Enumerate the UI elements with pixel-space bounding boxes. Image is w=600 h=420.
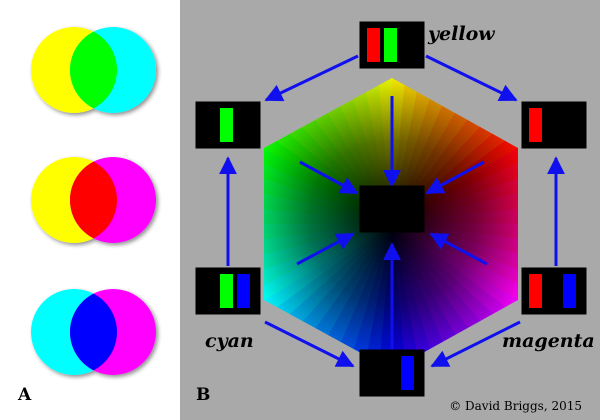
arrow (425, 160, 485, 195)
bar-green (220, 274, 233, 308)
bar-green (220, 108, 233, 142)
label-yellow: yellow (427, 23, 495, 45)
swatch-magenta (521, 267, 587, 315)
swatch-red (521, 101, 587, 149)
filter-swatches (195, 21, 587, 397)
panel-label-b: B (196, 385, 210, 405)
swatch-black (359, 185, 425, 233)
arrow (296, 232, 355, 266)
overlap-red (70, 157, 117, 243)
swatch-frame (359, 349, 425, 397)
swatch-yellow (359, 21, 425, 69)
label-cyan: cyan (205, 330, 254, 352)
swatch-green (195, 101, 261, 149)
venn-cyan-magenta (31, 289, 156, 375)
arrows (219, 54, 565, 368)
label-magenta: magenta (502, 330, 595, 352)
credit: © David Briggs, 2015 (449, 399, 582, 413)
swatch-frame (359, 185, 425, 233)
bar-blue (563, 274, 576, 308)
bar-blue (237, 274, 250, 308)
swatch-blue (359, 349, 425, 397)
bar-red (529, 108, 542, 142)
overlap-green (70, 27, 117, 113)
venn-yellow-cyan (31, 27, 156, 113)
arrow (425, 54, 518, 102)
bar-blue (401, 356, 414, 390)
arrow (299, 160, 359, 195)
bar-green (384, 28, 397, 62)
bar-red (367, 28, 380, 62)
arrow (430, 320, 521, 368)
arrow (429, 232, 488, 266)
venn-diagrams (31, 27, 156, 375)
arrow (264, 320, 355, 368)
overlap-blue (70, 289, 117, 375)
bar-red (529, 274, 542, 308)
swatch-cyan (195, 267, 261, 315)
arrow (264, 54, 359, 102)
venn-yellow-magenta (31, 157, 156, 243)
panel-label-a: A (17, 385, 32, 405)
